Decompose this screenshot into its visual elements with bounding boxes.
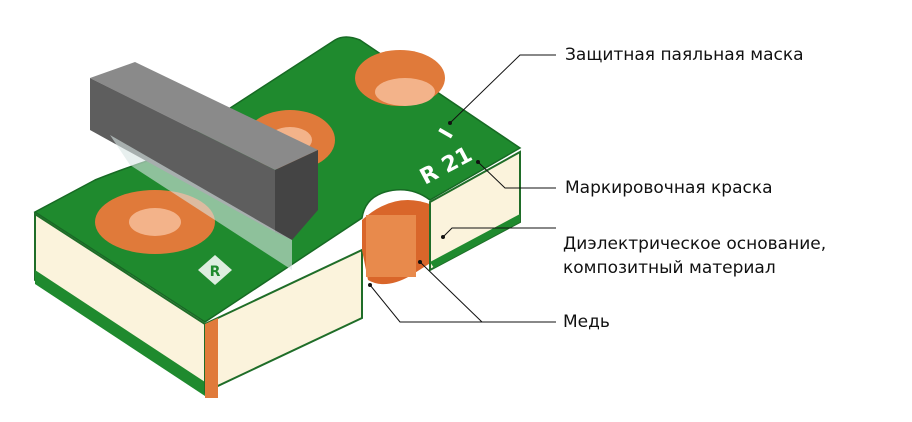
probe-front: [90, 78, 275, 232]
label-marking-ink: Маркировочная краска: [565, 178, 773, 198]
label-dielectric-line2: композитный материал: [563, 258, 776, 278]
pad-hole-left: [129, 208, 181, 236]
edge-copper: [205, 318, 218, 398]
diamond-mark-text: R: [210, 264, 221, 280]
via-copper-face: [366, 215, 416, 277]
leader-dots: [368, 121, 480, 287]
label-dielectric-line1: Диэлектрическое основание,: [563, 234, 827, 254]
leader-solder-mask: [449, 54, 556, 124]
label-solder-mask: Защитная паяльная маска: [565, 45, 804, 65]
leader-marking-ink: [477, 161, 556, 189]
label-copper: Медь: [563, 312, 610, 332]
leader-lines: [369, 54, 556, 323]
probe-end: [275, 150, 318, 240]
leader-copper-2: [419, 261, 483, 323]
probe-shadow: [110, 135, 292, 270]
pad-hole-top-right: [375, 78, 435, 106]
probe-top: [90, 62, 318, 170]
leader-copper-1: [369, 284, 556, 323]
diamond-mark: [198, 255, 232, 285]
leader-dielectric: [442, 227, 556, 238]
left-front-copper-bottom: [35, 270, 205, 396]
